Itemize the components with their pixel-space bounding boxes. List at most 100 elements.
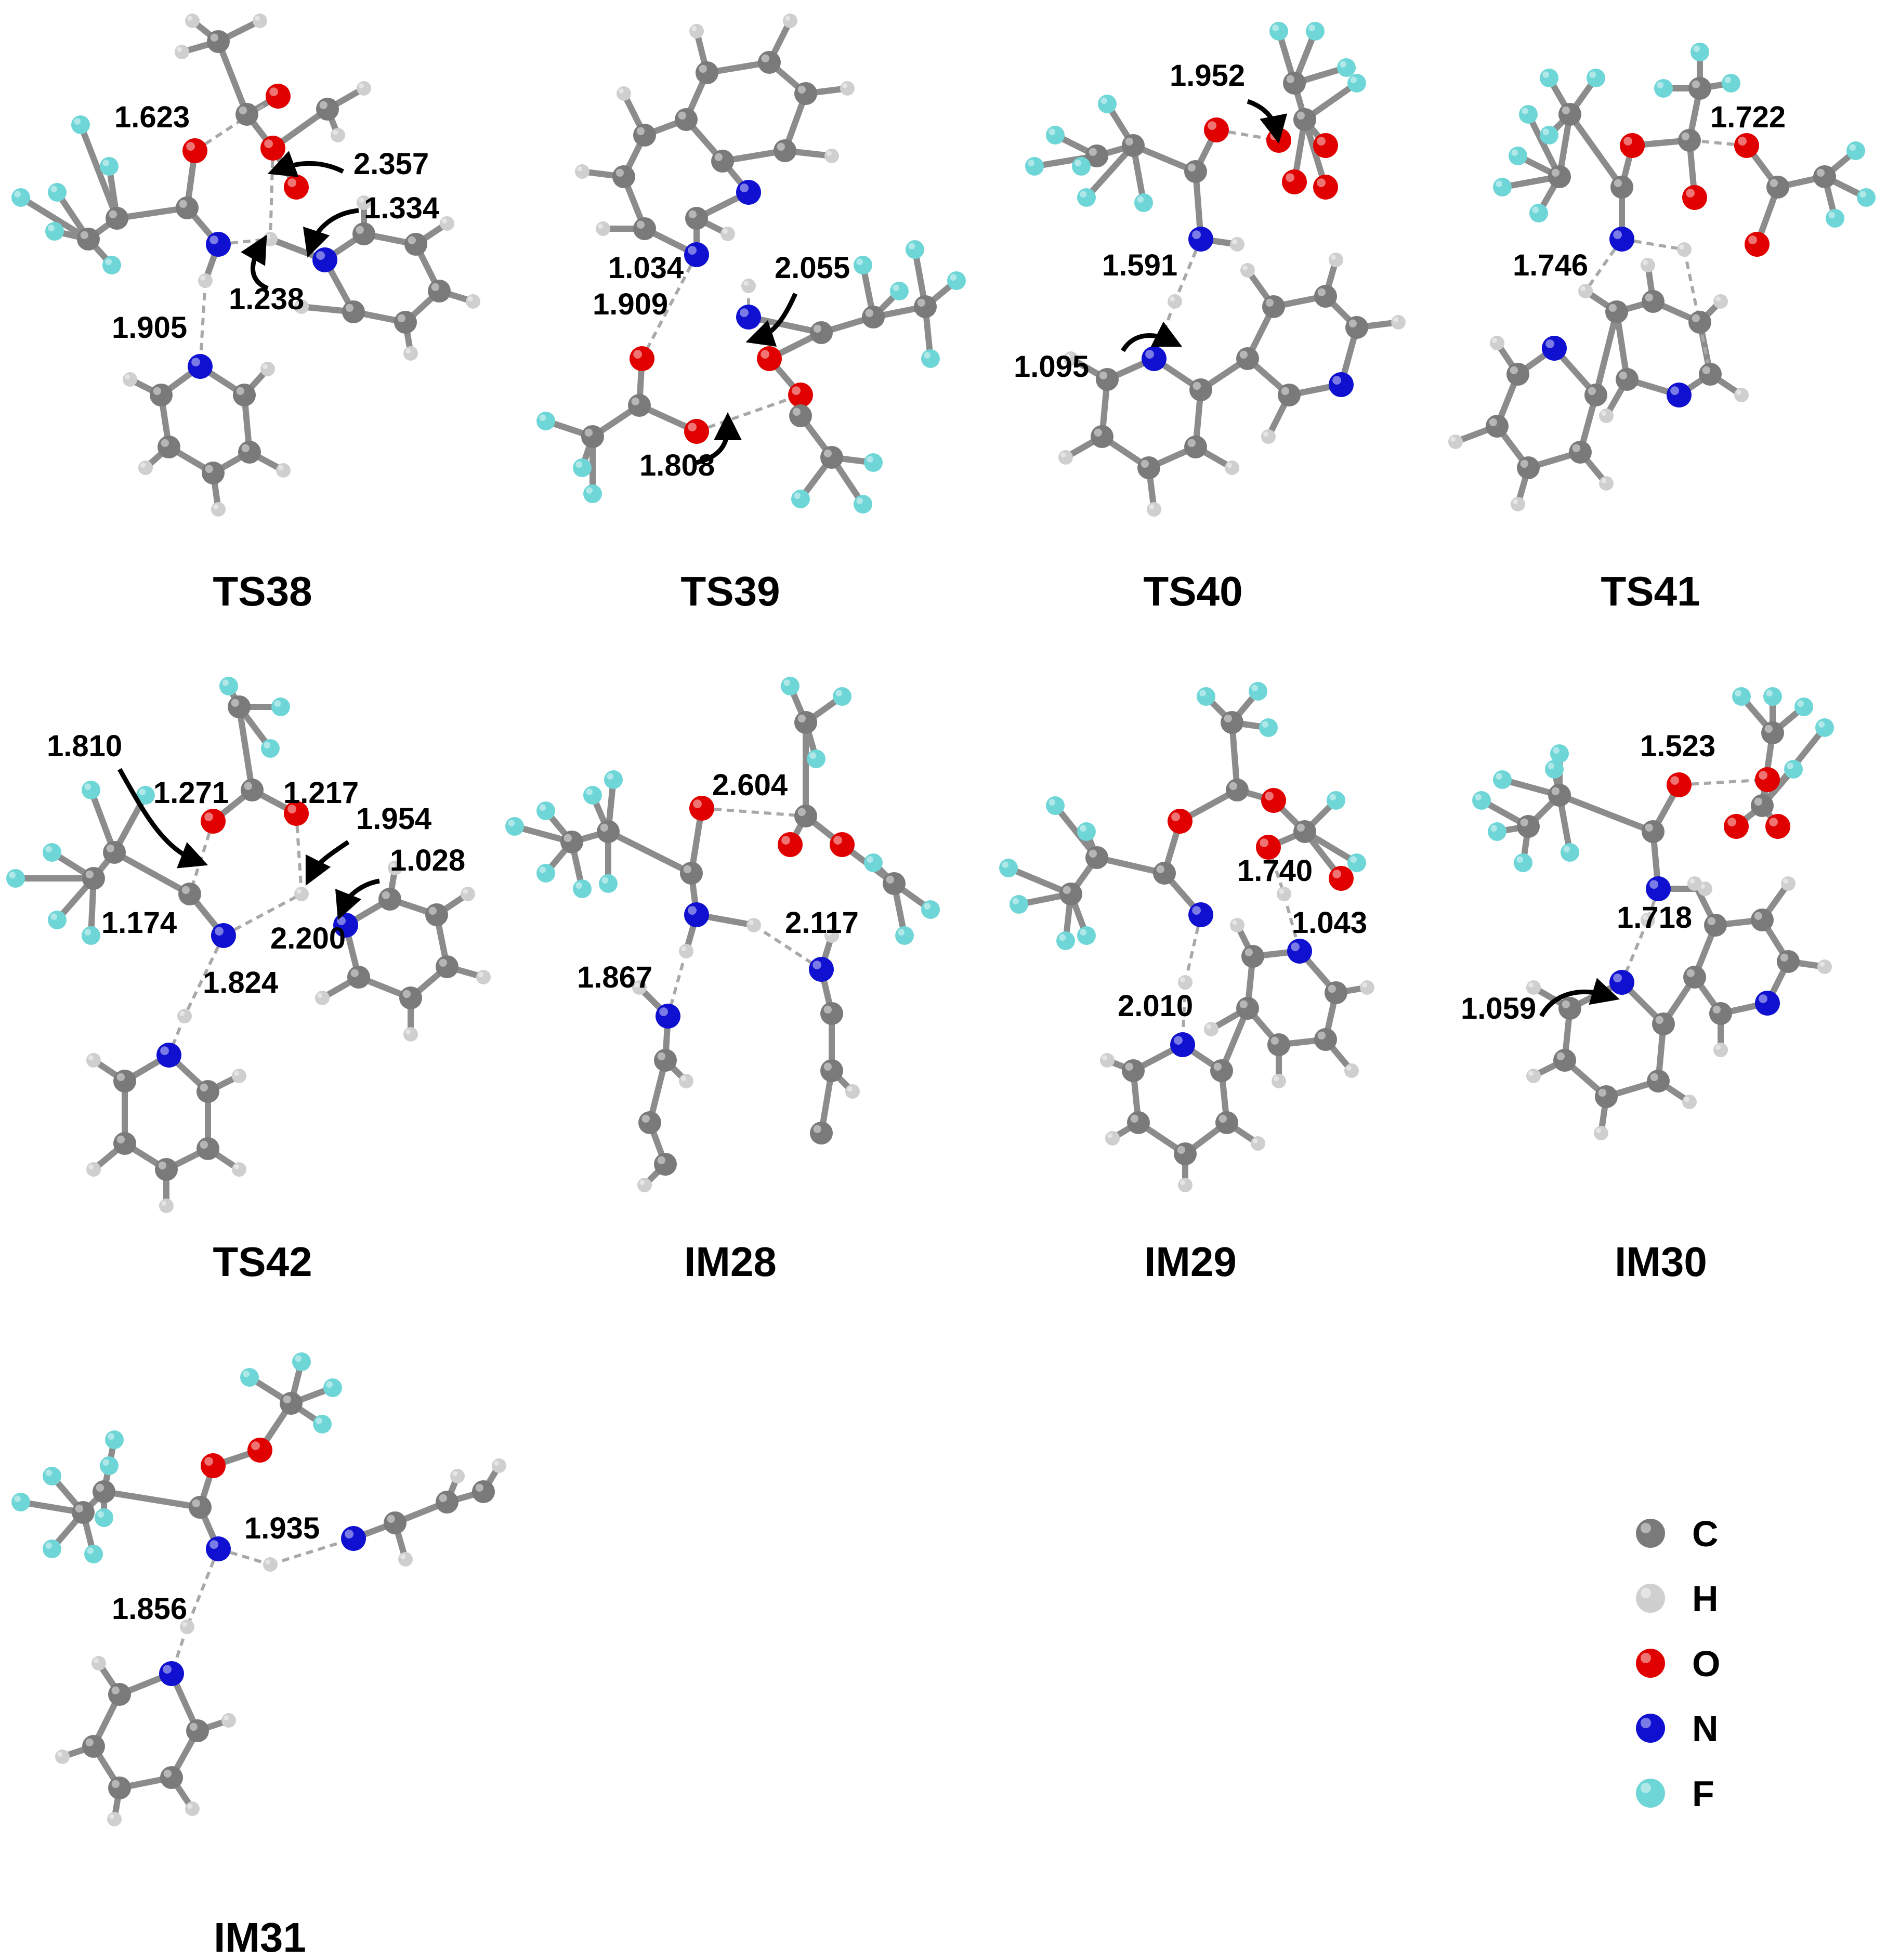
atom-highlight: [345, 1530, 353, 1538]
atom-highlight: [317, 993, 322, 998]
atom-highlight: [319, 101, 327, 109]
nitrogen-atom: [1609, 970, 1634, 995]
carbon-atom: [235, 103, 258, 126]
atom-highlight: [1100, 97, 1107, 104]
carbon-atom: [862, 306, 885, 328]
fluorine-atom: [1784, 760, 1803, 779]
atom-highlight: [287, 178, 296, 187]
atom-highlight: [681, 1076, 686, 1081]
carbon-atom: [202, 462, 225, 484]
carbon-atom: [1210, 1059, 1233, 1082]
oxygen-atom: [1261, 788, 1286, 813]
atom-highlight: [405, 348, 411, 353]
atom-highlight: [827, 151, 832, 156]
carbon-atom: [1647, 1070, 1670, 1093]
carbon-atom: [113, 1070, 136, 1093]
atom-highlight: [408, 236, 416, 244]
atom-highlight: [607, 773, 613, 780]
covalent-bond: [114, 205, 190, 221]
oxygen-atom: [689, 796, 714, 821]
atom-highlight: [600, 823, 608, 832]
distance-label: 1.174: [101, 906, 177, 940]
atom-highlight: [251, 1441, 260, 1450]
oxygen-atom: [201, 1453, 226, 1478]
carbon-atom: [1241, 945, 1264, 968]
carbon-atom: [794, 82, 817, 105]
atom-highlight: [84, 783, 91, 790]
carbon-atom: [158, 436, 180, 458]
fluorine-atom: [864, 453, 883, 472]
atom-highlight: [1074, 160, 1081, 167]
atom-highlight: [797, 714, 806, 722]
distance-label: 1.059: [1461, 992, 1536, 1025]
carbon-atom: [638, 1111, 661, 1134]
atom-highlight: [163, 1769, 172, 1778]
atom-highlight: [14, 191, 21, 198]
hydrogen-atom: [1677, 242, 1692, 257]
carbon-atom: [72, 1501, 95, 1524]
atom-highlight: [1329, 794, 1336, 800]
carbon-atom: [581, 425, 604, 448]
carbon-atom: [633, 217, 656, 240]
atom-highlight: [1350, 856, 1357, 863]
carbon-atom: [178, 883, 201, 905]
atom-highlight: [96, 1483, 104, 1492]
distance-label: 1.740: [1237, 854, 1313, 888]
hydrogen-atom: [840, 81, 855, 96]
carbon-atom: [1506, 363, 1529, 386]
atom-highlight: [215, 927, 224, 936]
atom-highlight: [1450, 437, 1456, 442]
carbon-atom: [1813, 165, 1836, 188]
atom-highlight: [1641, 1718, 1651, 1728]
hydrogen-atom: [1225, 461, 1239, 475]
carbon-atom: [820, 1059, 843, 1082]
atom-highlight: [222, 679, 229, 686]
hydrogen-atom: [679, 944, 693, 958]
fluorine-atom: [84, 1545, 103, 1563]
atom-highlight: [186, 142, 195, 151]
nitrogen-atom: [736, 180, 761, 205]
oxygen-atom: [630, 346, 654, 371]
fluorine-atom: [82, 781, 100, 799]
atom-highlight: [636, 220, 645, 229]
fluorine-atom: [1540, 69, 1558, 87]
fluorine-atom: [536, 801, 555, 820]
atom-highlight: [84, 929, 91, 936]
atom-highlight: [743, 281, 749, 286]
atom-highlight: [75, 1504, 83, 1512]
atom-highlight: [908, 243, 915, 250]
legend-swatch-h: [1636, 1584, 1665, 1613]
carbon-atom: [1236, 997, 1259, 1020]
carbon-atom: [347, 966, 370, 989]
atom-highlight: [1623, 137, 1632, 146]
fluorine-atom: [313, 1415, 332, 1433]
atom-highlight: [577, 166, 582, 172]
atom-highlight: [350, 969, 359, 977]
atom-highlight: [1063, 886, 1071, 894]
atom-highlight: [88, 1164, 94, 1169]
distance-label: 1.905: [112, 311, 187, 345]
distance-label: 1.591: [1102, 248, 1177, 282]
fluorine-atom: [536, 412, 555, 430]
atom-highlight: [85, 870, 94, 878]
atom-highlight: [1291, 942, 1300, 951]
atom-highlight: [1089, 148, 1097, 156]
atom-highlight: [1724, 76, 1731, 83]
legend-label-c: C: [1692, 1514, 1719, 1554]
atom-highlight: [761, 350, 769, 359]
atom-highlight: [192, 1499, 200, 1507]
atom-highlight: [1693, 45, 1700, 52]
atom-highlight: [813, 1125, 821, 1133]
carbon-atom: [774, 139, 796, 162]
hydrogen-atom: [1240, 263, 1255, 278]
atom-highlight: [1596, 1128, 1601, 1133]
carbon-atom: [914, 295, 937, 318]
atom-highlight: [1279, 889, 1284, 894]
atom-highlight: [1780, 953, 1788, 962]
atom-highlight: [693, 799, 702, 808]
covalent-bond: [1094, 854, 1168, 876]
